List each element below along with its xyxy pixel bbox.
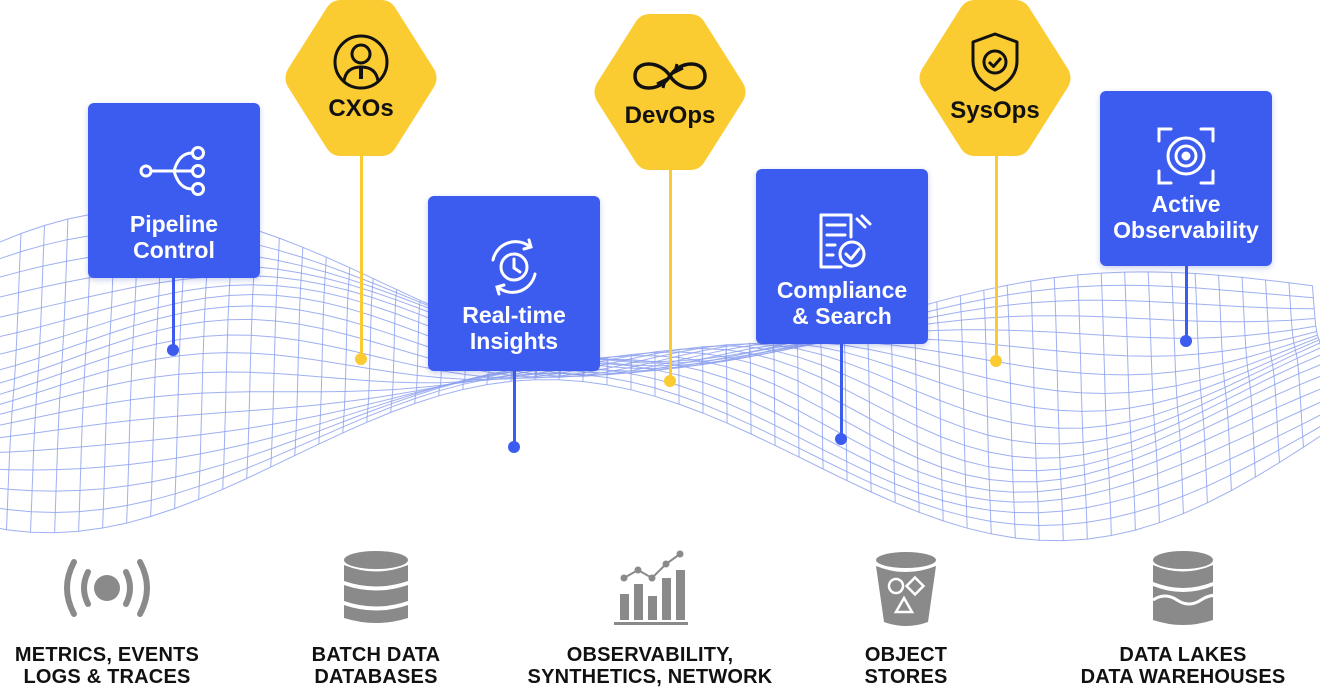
- mesh-line: [1053, 277, 1064, 541]
- persona-hexagon-devops: DevOps: [592, 14, 748, 170]
- source-batch-data: BATCH DATA DATABASES: [276, 548, 476, 688]
- mesh-line: [865, 321, 872, 493]
- capability-label: Pipeline Control: [129, 211, 219, 263]
- clock-refresh-icon: [491, 238, 537, 296]
- pin-dot-pipeline: [167, 344, 179, 356]
- persona-label: CXOs: [328, 95, 394, 122]
- mesh-line: [748, 341, 752, 435]
- capability-card-compliance-search: Compliance & Search: [756, 169, 928, 344]
- mesh-line: [1312, 285, 1320, 346]
- mesh-line: [795, 341, 800, 458]
- mesh-line: [959, 295, 968, 529]
- pin-dot-observability: [1180, 335, 1192, 347]
- source-label: OBJECT STORES: [864, 644, 948, 688]
- mesh-line: [78, 214, 92, 532]
- mesh-line: [606, 357, 609, 385]
- mesh-line: [1288, 282, 1304, 448]
- pin-line-pipeline: [172, 272, 175, 350]
- broadcast-icon: [64, 559, 150, 617]
- mesh-line: [1241, 277, 1256, 478]
- pin-line-observability: [1185, 262, 1188, 340]
- pipeline-branch-icon: [139, 146, 205, 196]
- capability-card-active-observability: Active Observability: [1100, 91, 1272, 266]
- mesh-line: [1100, 273, 1112, 536]
- mesh-line: [294, 247, 304, 456]
- persona-label: DevOps: [624, 102, 716, 129]
- target-scan-icon: [1157, 127, 1215, 185]
- capability-label: Real-time Insights: [462, 302, 566, 354]
- mesh-line: [6, 233, 22, 530]
- mesh-line: [0, 358, 1320, 493]
- infinity-loop-icon: [633, 62, 707, 90]
- capability-label: Active Observability: [1113, 191, 1259, 243]
- capability-card-realtime-insights: Real-time Insights: [428, 196, 600, 371]
- pin-line-devops: [669, 166, 672, 380]
- pin-dot-cxos: [355, 353, 367, 365]
- mesh-line: [366, 278, 374, 423]
- persona-hexagon-sysops: SysOps: [917, 0, 1073, 156]
- mesh-line: [724, 344, 728, 424]
- source-observability: OBSERVABILITY, SYNTHETICS, NETWORK: [500, 548, 800, 688]
- mesh-line: [1077, 274, 1088, 540]
- mesh-line: [0, 284, 1317, 374]
- mesh-line: [1006, 285, 1016, 539]
- mesh-line: [1124, 272, 1136, 531]
- source-metrics-events: METRICS, EVENTS LOGS & TRACES: [0, 548, 214, 688]
- source-label: DATA LAKES DATA WAREHOUSES: [1080, 644, 1286, 688]
- mesh-line: [414, 300, 421, 404]
- source-data-lakes: DATA LAKES DATA WAREHOUSES: [1046, 548, 1320, 688]
- bar-chart-icon: [614, 550, 688, 625]
- source-label: BATCH DATA DATABASES: [311, 644, 441, 688]
- mesh-line: [318, 257, 327, 445]
- mesh-line: [1265, 279, 1280, 463]
- mesh-line: [936, 301, 944, 521]
- database-icon: [344, 551, 408, 623]
- mesh-line: [270, 238, 280, 468]
- bucket-shapes-icon: [876, 552, 936, 626]
- mesh-line: [390, 289, 398, 413]
- pin-dot-sysops: [990, 355, 1002, 367]
- mesh-line: [342, 267, 351, 433]
- pin-dot-compliance: [835, 433, 847, 445]
- capability-label: Compliance & Search: [776, 277, 908, 329]
- persona-label: SysOps: [950, 97, 1040, 124]
- pin-dot-devops: [664, 375, 676, 387]
- source-object-stores: OBJECT STORES: [806, 548, 1006, 688]
- mesh-line: [1171, 272, 1184, 514]
- mesh-line: [1030, 280, 1040, 541]
- source-label: OBSERVABILITY, SYNTHETICS, NETWORK: [527, 644, 773, 688]
- mesh-line: [771, 340, 776, 446]
- mesh-line: [30, 225, 45, 533]
- pin-line-sysops: [995, 148, 998, 360]
- mesh-line: [1147, 271, 1160, 523]
- persona-hexagon-cxos: CXOs: [283, 0, 439, 156]
- checklist-icon: [819, 213, 872, 269]
- mesh-line: [0, 379, 1320, 542]
- mesh-line: [0, 362, 1320, 503]
- person-circle-icon: [333, 34, 389, 90]
- mesh-line: [1194, 273, 1208, 503]
- pin-dot-realtime: [508, 441, 520, 453]
- data-lake-icon: [1152, 551, 1223, 625]
- mesh-line: [630, 354, 632, 390]
- source-label: METRICS, EVENTS LOGS & TRACES: [14, 644, 200, 688]
- mesh-line: [701, 346, 704, 414]
- mesh-line: [0, 372, 1320, 527]
- mesh-line: [678, 349, 680, 405]
- mesh-line: [983, 290, 992, 534]
- mesh-line: [54, 218, 69, 533]
- pin-line-compliance: [840, 340, 843, 438]
- shield-check-icon: [971, 32, 1019, 92]
- mesh-line: [1218, 275, 1232, 491]
- pin-line-realtime: [513, 366, 516, 446]
- pin-line-cxos: [360, 150, 363, 358]
- capability-card-pipeline-control: Pipeline Control: [88, 103, 260, 278]
